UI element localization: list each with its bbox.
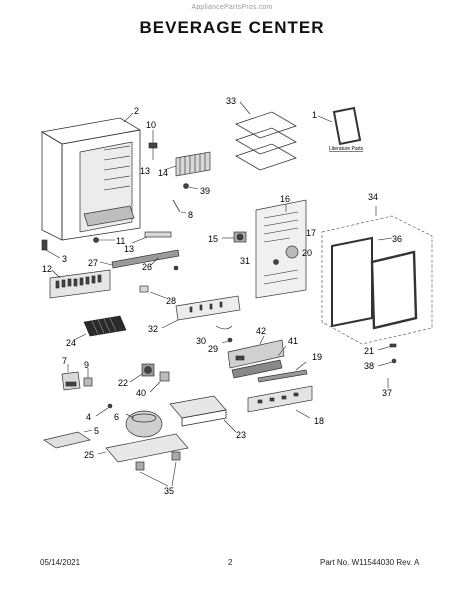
leveling-leg-part-3	[41, 239, 61, 259]
callout-23: 23	[236, 430, 246, 440]
callout-13a: 13	[140, 166, 150, 176]
glass-shelves-part-33	[235, 101, 297, 171]
literature-parts-label: Literature Parts	[329, 146, 364, 152]
clip-part-28	[139, 285, 167, 299]
callout-30: 30	[196, 336, 206, 346]
callout-5: 5	[94, 426, 99, 436]
callout-8: 8	[188, 210, 193, 220]
callout-38: 38	[364, 361, 374, 371]
callout-6: 6	[114, 412, 119, 422]
callout-3: 3	[62, 254, 67, 264]
callout-34: 34	[368, 192, 378, 202]
callout-42: 42	[256, 326, 266, 336]
screw-part-10	[148, 130, 158, 160]
callout-39: 39	[200, 186, 210, 196]
callout-13b: 13	[124, 244, 134, 254]
callout-2: 2	[134, 106, 139, 116]
callout-29: 29	[208, 344, 218, 354]
light-strip-part-19	[257, 361, 308, 383]
callout-36: 36	[392, 234, 402, 244]
callout-11: 11	[116, 236, 125, 246]
compressor-part-6	[95, 403, 163, 438]
drain-pan-part-23	[169, 395, 237, 433]
callout-20: 20	[302, 248, 312, 258]
callout-41: 41	[288, 336, 298, 346]
callout-7: 7	[62, 356, 67, 366]
watermark-text: AppliancePartsPros.com	[191, 4, 273, 11]
callout-1: 1	[312, 110, 317, 120]
callout-19: 19	[312, 352, 322, 362]
callout-17: 17	[306, 228, 316, 238]
door-assembly-part-34	[321, 206, 433, 345]
control-panel-part-18	[247, 385, 313, 419]
callout-16: 16	[280, 194, 290, 204]
evaporator-coil-part	[163, 151, 211, 177]
fan-part-15	[222, 231, 247, 243]
base-plate-part-25	[97, 433, 189, 463]
callout-31: 31	[240, 256, 250, 266]
callout-37: 37	[382, 388, 392, 398]
toe-strip-part-26	[99, 249, 180, 271]
diagram-title: BEVERAGE CENTER	[139, 18, 325, 37]
relay-box-part-7	[61, 364, 93, 391]
callout-35: 35	[164, 486, 174, 496]
fan-motor-part-22	[129, 363, 170, 393]
callout-27: 27	[88, 258, 98, 268]
air-duct-part-32	[161, 295, 241, 329]
fastener-part-39	[183, 183, 199, 190]
callout-22: 22	[118, 378, 128, 388]
callout-21: 21	[364, 346, 374, 356]
cabinet-part	[40, 112, 142, 241]
callout-4: 4	[86, 412, 91, 422]
callout-40: 40	[136, 388, 146, 398]
callout-25: 25	[84, 450, 94, 460]
back-panel-part-16	[255, 199, 307, 299]
callout-18: 18	[314, 416, 324, 426]
callout-15: 15	[208, 234, 218, 244]
wire-harness-part-30	[215, 325, 233, 344]
callout-28: 28	[166, 296, 176, 306]
callout-14: 14	[158, 168, 168, 178]
callout-9: 9	[84, 360, 89, 370]
control-housing-part-42	[227, 335, 287, 379]
hinge-bracket-part-11	[93, 231, 172, 244]
drain-tube-part-8	[172, 199, 187, 214]
callout-33: 33	[226, 96, 236, 106]
callout-10: 10	[146, 120, 156, 130]
condenser-part-24	[73, 315, 127, 341]
feet-part-35	[135, 451, 181, 487]
grille-part-12	[49, 269, 111, 299]
footer-part-number: Part No. W11544030 Rev. A	[320, 558, 420, 567]
callout-32: 32	[148, 324, 158, 334]
callout-12: 12	[42, 264, 52, 274]
callout-numbers: 1 2 3 4 5 6 7 8 9 10 11 12 13 13 14 15 1…	[42, 96, 402, 496]
callout-26: 26	[142, 262, 152, 272]
footer-date: 05/14/2021	[40, 558, 81, 567]
hinge-pin-part-21	[377, 343, 397, 388]
literature-part-1: Literature Parts	[317, 106, 364, 152]
callout-24: 24	[66, 338, 76, 348]
footer-page-number: 2	[228, 558, 233, 567]
water-tray-part-5	[43, 429, 93, 449]
